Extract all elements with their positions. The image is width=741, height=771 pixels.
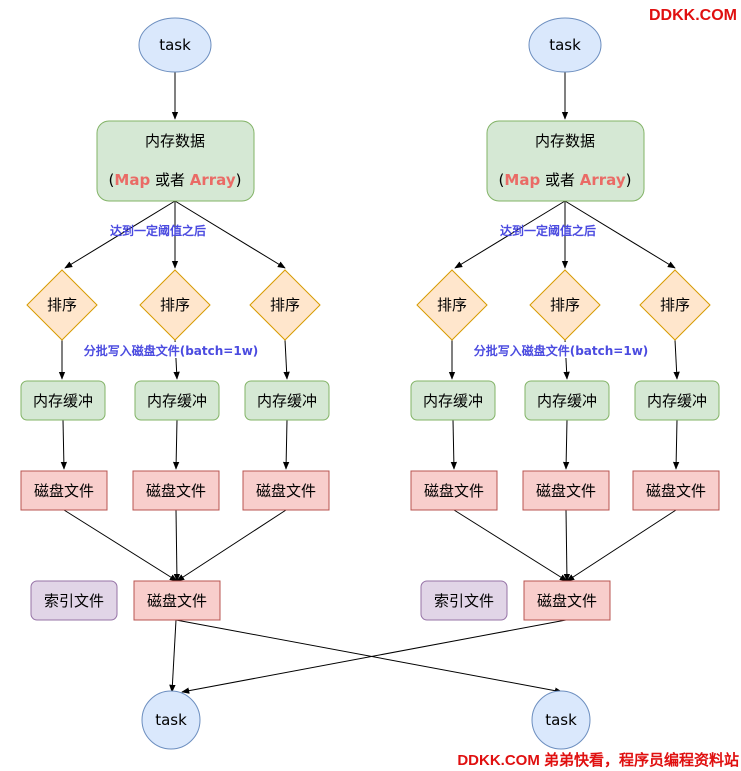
disk-file-box-2: [132, 470, 220, 511]
threshold-note: 达到一定阈值之后: [110, 223, 206, 238]
index-file-label: 索引文件: [434, 592, 494, 610]
sort-diamond-1: [26, 269, 98, 341]
disk-file-box-3: [632, 470, 720, 511]
edge-disk-merge-2: [563, 509, 571, 582]
sort-label: 排序: [160, 296, 190, 314]
task-label: task: [155, 711, 187, 729]
disk-file-box-2: [522, 470, 610, 511]
task-label: task: [545, 711, 577, 729]
sort-label: 排序: [550, 296, 580, 314]
buffer-box-1: [20, 380, 106, 421]
disk-file-label: 磁盘文件: [646, 482, 706, 500]
sort-label: 排序: [270, 296, 300, 314]
edge-merge-task-cross: [175, 619, 563, 694]
edge-buffer-disk-1: [450, 419, 458, 470]
watermark-top: DDKK.COM: [649, 7, 737, 24]
buffer-label: 内存缓冲: [537, 392, 597, 410]
edge-buffer-disk-1: [60, 419, 68, 470]
memory-title: 内存数据: [535, 132, 595, 150]
disk-file-box-1: [410, 470, 498, 511]
edge-sort-buffer-3: [673, 339, 680, 380]
sort-diamond-1: [416, 269, 488, 341]
edge-disk-merge-3: [176, 509, 287, 582]
edge-disk-merge-1: [63, 509, 178, 582]
sort-diamond-3: [639, 269, 711, 341]
left-group: task 内存数据 (Map 或者 Array) 达到一定阈值之后 排序 排序 …: [20, 17, 563, 750]
edge-disk-merge-2: [173, 509, 181, 582]
merged-disk-file-right: [523, 580, 611, 621]
edge-disk-merge-1: [453, 509, 568, 582]
batch-note-bg: [467, 342, 655, 358]
buffer-box-3: [634, 380, 720, 421]
edge-buffer-disk-2: [562, 419, 570, 470]
index-file-box-right: [420, 580, 508, 621]
sort-label: 排序: [437, 296, 467, 314]
buffer-label: 内存缓冲: [257, 392, 317, 410]
buffer-label: 内存缓冲: [647, 392, 707, 410]
edge-memory-sort-3: [564, 200, 676, 269]
batch-note: 分批写入磁盘文件(batch=1w): [84, 343, 259, 358]
batch-note-bg: [77, 342, 265, 358]
memory-subtitle: (Map 或者 Array): [499, 171, 632, 189]
sort-label: 排序: [660, 296, 690, 314]
buffer-box-1: [410, 380, 496, 421]
disk-file-box-3: [242, 470, 330, 511]
sort-label: 排序: [47, 296, 77, 314]
sort-diamond-2: [529, 269, 601, 341]
merged-disk-file-left: [133, 580, 221, 621]
disk-file-label: 磁盘文件: [146, 482, 206, 500]
disk-file-box-1: [20, 470, 108, 511]
memory-title: 内存数据: [145, 132, 205, 150]
disk-file-label: 磁盘文件: [424, 482, 484, 500]
task-label: task: [159, 36, 191, 54]
buffer-box-3: [244, 380, 330, 421]
edge-disk-merge-3: [566, 509, 677, 582]
watermark-bottom: DDKK.COM 弟弟快看，程序员编程资料站: [457, 751, 739, 769]
edge-memory-sort-3: [174, 200, 286, 269]
right-connectors: [181, 72, 680, 694]
task-node-bottom-left: [141, 690, 201, 750]
task-label: task: [549, 36, 581, 54]
sort-diamond-3: [249, 269, 321, 341]
task-node-top-right: [528, 17, 602, 73]
edge-memory-sort-1: [454, 200, 566, 269]
buffer-box-2: [524, 380, 610, 421]
edge-buffer-disk-3: [672, 419, 680, 470]
disk-file-label: 磁盘文件: [536, 482, 596, 500]
disk-file-label: 磁盘文件: [256, 482, 316, 500]
edge-sort-buffer-3: [283, 339, 290, 380]
batch-note: 分批写入磁盘文件(batch=1w): [474, 343, 649, 358]
memory-data-box-right: [486, 120, 645, 202]
edge-merge-task-cross: [181, 619, 567, 694]
disk-file-label: 磁盘文件: [34, 482, 94, 500]
merged-disk-label: 磁盘文件: [537, 592, 597, 610]
task-node-top-left: [138, 17, 212, 73]
threshold-note: 达到一定阈值之后: [500, 223, 596, 238]
edge-buffer-disk-3: [282, 419, 290, 470]
sort-diamond-2: [139, 269, 211, 341]
task-node-bottom-right: [531, 690, 591, 750]
edge-buffer-disk-2: [172, 419, 180, 470]
right-group: task 内存数据 (Map 或者 Array) 达到一定阈值之后 排序 排序 …: [181, 17, 720, 750]
buffer-box-2: [134, 380, 220, 421]
buffer-label: 内存缓冲: [147, 392, 207, 410]
buffer-label: 内存缓冲: [423, 392, 483, 410]
index-file-box-left: [30, 580, 118, 621]
edge-merge-task-left: [169, 619, 177, 693]
memory-subtitle: (Map 或者 Array): [109, 171, 242, 189]
edge-memory-sort-1: [64, 200, 176, 269]
merged-disk-label: 磁盘文件: [147, 592, 207, 610]
memory-data-box-left: [96, 120, 255, 202]
index-file-label: 索引文件: [44, 592, 104, 610]
buffer-label: 内存缓冲: [33, 392, 93, 410]
